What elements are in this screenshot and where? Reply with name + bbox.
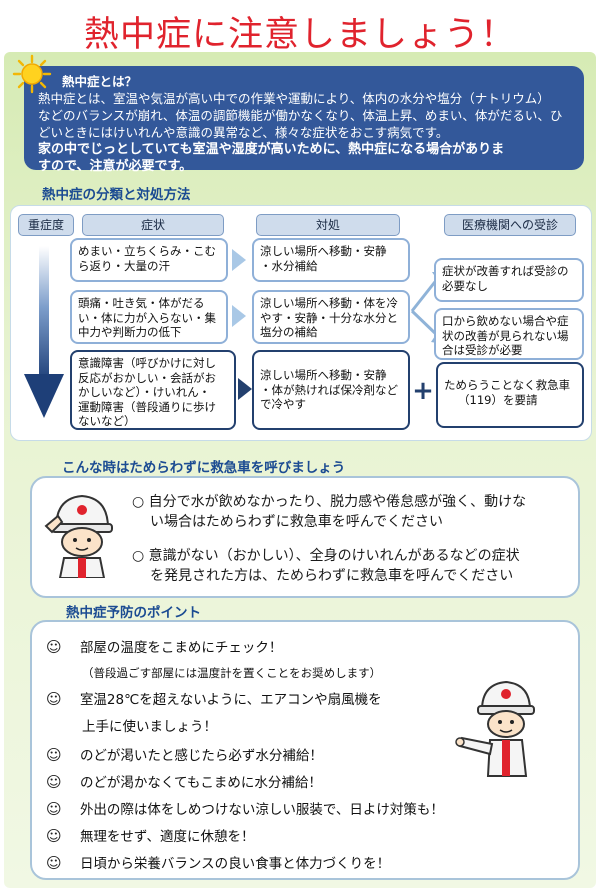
prevention-item: ☺ 外出の際は体をしめつけない涼しい服装で、日よけ対策も！ xyxy=(46,800,444,818)
header-symptoms: 症状 xyxy=(82,214,224,236)
intro-line-3: どいときにはけいれんや意識の異常など、様々な症状をおこす病気です。 xyxy=(38,125,449,140)
intro-heading: 熱中症とは？ xyxy=(62,74,138,89)
ambulance-title: こんな時はためらわずに救急車を呼びましょう xyxy=(62,460,346,476)
smiley-icon: ☺ xyxy=(46,800,62,818)
level-2-symptoms: 頭痛・吐き気・体がだる い・体に力が入らない・集 中力や判断力の低下 xyxy=(70,290,228,344)
prevention-title: 熱中症予防のポイント xyxy=(66,605,201,621)
intro-emphasis-2: すので、注意が必要です。 xyxy=(38,159,193,174)
smiley-icon: ☺ xyxy=(46,690,62,708)
medical-no-improve: 口から飲めない場合や症 状の改善が見られない場 合は受診が必要 xyxy=(434,308,584,360)
ambulance-item-2-line-1: ○ 意識がない（おかしい）、全身のけいれんがあるなどの症状 xyxy=(132,548,520,564)
intro-line-1: 熱中症とは、室温や気温が高い中での作業や運動により、体内の水分や塩分（ナトリウム… xyxy=(38,91,550,106)
medical-improve: 症状が改善すれば受診の 必要なし xyxy=(434,258,584,302)
ambulance-item-2-line-2: を発見された方は、ためらわずに救急車を呼んでください xyxy=(150,568,514,584)
header-treatment: 対処 xyxy=(256,214,400,236)
prevention-item: ☺ 日頃から栄養バランスの良い食事と体力づくりを！ xyxy=(46,854,391,872)
level-1-treatment: 涼しい場所へ移動・安静 ・水分補給 xyxy=(252,238,410,282)
ambulance-item-1-line-1: ○ 自分で水が飲めなかったり、脱力感や倦怠感が強く、動けな xyxy=(132,494,527,510)
page-title: 熱中症に注意しましょう！ xyxy=(83,15,516,55)
intro-line-2: などのバランスが崩れ、体温の調節機能が働かなくなり、体温上昇、めまい、体がだるい… xyxy=(38,108,563,123)
smiley-icon: ☺ xyxy=(46,746,62,764)
prevention-item: ☺ のどが渇かなくてもこまめに水分補給！ xyxy=(46,773,322,791)
ambulance-item-1-line-2: い場合はためらわずに救急車を呼んでください xyxy=(150,514,444,530)
arrow-right-icon xyxy=(232,249,246,271)
intro-emphasis-1: 家の中でじっとしていても室温や湿度が高いために、熱中症になる場合がありま xyxy=(38,142,505,157)
level-1-symptoms: めまい・立ちくらみ・こむ ら返り・大量の汗 xyxy=(70,238,228,282)
smiley-icon: ☺ xyxy=(46,827,62,845)
level-2-treatment: 涼しい場所へ移動・体を冷 やす・安静・十分な水分と 塩分の補給 xyxy=(252,290,410,344)
ambulance-box xyxy=(30,476,580,598)
smiley-icon: ☺ xyxy=(46,638,62,656)
smiley-icon: ☺ xyxy=(46,773,62,791)
sun-icon xyxy=(12,54,52,94)
arrow-right-icon xyxy=(232,305,246,327)
arrow-right-icon xyxy=(238,378,252,400)
header-severity: 重症度 xyxy=(18,214,74,236)
firefighter-saluting-icon xyxy=(44,494,113,578)
medical-emergency: ためらうことなく救急車 （119）を要請 xyxy=(436,362,584,428)
severity-arrow-icon xyxy=(24,246,64,418)
classification-title: 熱中症の分類と対処方法 xyxy=(42,187,191,203)
prevention-item-cont: 上手に使いましょう！ xyxy=(82,719,217,735)
firefighter-pointing-icon xyxy=(455,680,535,777)
intro-box: 熱中症とは？ 熱中症とは、室温や気温が高い中での作業や運動により、体内の水分や塩… xyxy=(24,66,584,174)
prevention-note: （普段過ごす部屋には温度計を置くことをお奨めします） xyxy=(82,666,382,680)
prevention-item: ☺ 室温28℃を超えないように、エアコンや扇風機を xyxy=(46,690,382,708)
plus-icon: + xyxy=(412,376,434,406)
level-3-treatment: 涼しい場所へ移動・安静 ・体が熱ければ保冷剤など で冷やす xyxy=(252,350,410,430)
prevention-item: ☺ のどが渇いたと感じたら必ず水分補給！ xyxy=(46,746,323,764)
smiley-icon: ☺ xyxy=(46,854,62,872)
header-medical: 医療機関への受診 xyxy=(444,214,576,236)
prevention-item: ☺ 無理をせず、適度に休憩を！ xyxy=(46,827,255,845)
prevention-item: ☺ 部屋の温度をこまめにチェック！ xyxy=(46,638,283,656)
level-3-symptoms: 意識障害（呼びかけに対し 反応がおかしい・会話がお かしいなど）・けいれん・ 運… xyxy=(70,350,236,430)
